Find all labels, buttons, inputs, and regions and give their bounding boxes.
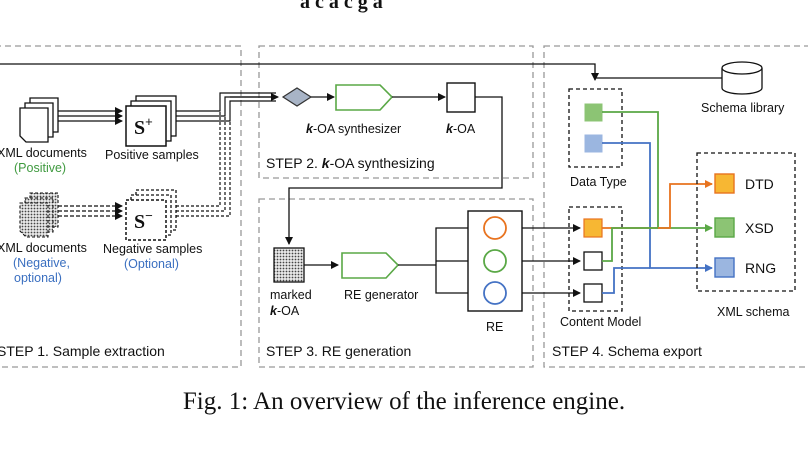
positive-samples-label: Positive samples [105, 148, 199, 162]
koa-label: k-OA [446, 122, 476, 136]
cm-to-dtd-line [602, 180, 713, 229]
header-fragment: a c a c g a [300, 0, 383, 13]
step4-title: STEP 4. Schema export [552, 343, 702, 359]
xml-documents-negative-icon [19, 192, 59, 238]
negative-samples-label: Negative samples [103, 242, 202, 256]
step1-title: STEP 1. Sample extraction [0, 343, 165, 359]
re-generator-label: RE generator [344, 288, 418, 302]
xml-schema-box [696, 152, 796, 292]
content-model-box [568, 206, 623, 312]
decision-diamond-icon [281, 87, 313, 107]
rng-label: RNG [745, 260, 776, 276]
marked-koa-box [273, 247, 305, 283]
positive-samples-box: S+ [125, 95, 177, 147]
dtd-square [714, 173, 735, 194]
datatype-to-xsd-line [602, 111, 713, 232]
negative-to-synth-connector [176, 111, 231, 217]
schema-library-label: Schema library [701, 101, 785, 115]
koa-synthesizer-label: k-OA synthesizer [306, 122, 401, 136]
xml-neg-sublabel-2: optional) [14, 271, 62, 285]
datatype-to-rng-line [602, 142, 713, 272]
step3-panel [258, 198, 534, 368]
cm-orange-square [583, 218, 603, 238]
s-plus-symbol: S+ [134, 114, 153, 139]
cm-black-square-1 [583, 251, 603, 271]
re-circle-green [483, 249, 507, 273]
cm-to-xsd-line [602, 227, 658, 262]
step3-title: STEP 3. RE generation [266, 343, 411, 359]
re-circle-orange [483, 216, 507, 240]
xml-pos-sublabel: (Positive) [14, 161, 66, 175]
rng-square [714, 257, 735, 278]
data-type-label: Data Type [570, 175, 627, 189]
dtd-label: DTD [745, 176, 774, 192]
data-type-green-square [584, 103, 603, 122]
negative-samples-box: S− [125, 189, 177, 241]
step2-panel [258, 45, 534, 179]
data-type-blue-square [584, 134, 603, 153]
marked-label: marked [270, 288, 312, 302]
data-type-box [568, 88, 623, 168]
xsd-label: XSD [745, 220, 774, 236]
schema-library-icon [721, 61, 763, 95]
cm-to-rng-line [602, 267, 650, 294]
re-label: RE [486, 320, 503, 334]
cm-black-square-2 [583, 283, 603, 303]
step4-panel [543, 45, 808, 368]
marked-koa-label: k-OA [270, 304, 300, 318]
xsd-square [714, 217, 735, 238]
step2-title: STEP 2. k-OA synthesizing [266, 155, 435, 171]
xml-pos-label: XML documents [0, 146, 87, 160]
xml-schema-label: XML schema [717, 305, 790, 319]
xml-documents-positive-icon [19, 97, 59, 143]
koa-to-marked-connector [285, 96, 503, 245]
re-generator-shape [341, 252, 400, 279]
re-circle-blue [483, 281, 507, 305]
step1-panel [0, 45, 242, 368]
xml-neg-label: XML documents [0, 241, 87, 255]
regen-to-re-connector [398, 224, 479, 297]
xml-neg-sublabel-1: (Negative, [13, 256, 70, 270]
docs-to-datatype-connector [0, 63, 599, 81]
figure-caption: Fig. 1: An overview of the inference eng… [182, 388, 626, 415]
koa-synthesizer-shape [335, 84, 394, 111]
negative-optional-label: (Optional) [124, 257, 179, 271]
positive-doc-arrows [58, 107, 123, 125]
negative-doc-arrows [58, 202, 123, 220]
koa-box [446, 82, 476, 113]
s-minus-symbol: S− [134, 208, 153, 233]
content-model-label: Content Model [560, 315, 641, 329]
